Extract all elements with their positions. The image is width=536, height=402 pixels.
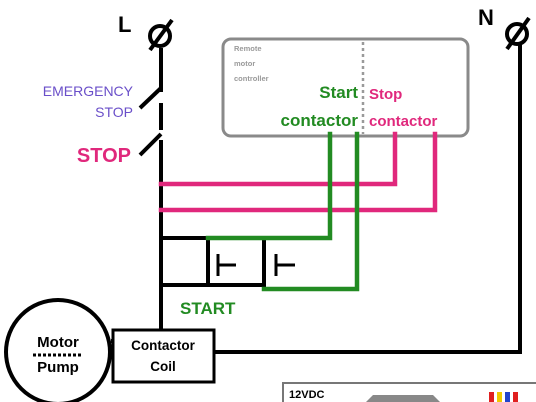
start-pushbutton-symbol-2 [262, 254, 295, 285]
supply-inset-box [282, 382, 536, 402]
start-contactor-label-top: Start [319, 83, 358, 102]
motor-label: Motor [37, 334, 79, 351]
contactor-coil-label-top: Contactor [131, 338, 195, 353]
contactor-coil-label-bottom: Coil [150, 359, 176, 374]
start-contactor-wire-right [261, 131, 360, 292]
yellow-terminal-icon [497, 392, 502, 402]
stop-contactor-wire-lower [158, 131, 438, 213]
stop-label: STOP [77, 145, 131, 167]
red-terminal-icon [489, 392, 494, 402]
emergency-stop-switch [138, 86, 163, 110]
stop-contactor-wire-upper [158, 131, 398, 187]
supply-label: 12VDC [289, 389, 325, 401]
motor-pump-icon [4, 298, 112, 402]
box-label-remote: Remote [234, 44, 262, 53]
start-switch-loop-right [206, 236, 266, 287]
stop-contactor-label-top: Stop [369, 86, 402, 103]
stop-contactor-label-bottom: contactor [369, 113, 438, 130]
blue-terminal-icon [505, 392, 510, 402]
box-label-controller: controller [234, 74, 269, 83]
start-contactor-wire-left [205, 131, 333, 241]
contactor-coil-box [111, 328, 216, 384]
neutral-terminal-icon [505, 16, 531, 51]
start-pushbutton-symbol-1 [206, 254, 236, 285]
supply-device-icon [366, 395, 440, 402]
start-switch-loop-left [159, 236, 210, 287]
neutral-return-wire [212, 43, 522, 354]
stop-switch [138, 132, 163, 157]
neutral-terminal-label: N [478, 5, 494, 30]
remote-controller-box [221, 37, 470, 138]
start-label: START [180, 299, 236, 318]
start-contactor-label-bottom: contactor [281, 111, 359, 130]
pump-label: Pump [37, 359, 79, 376]
box-label-motor: motor [234, 59, 255, 68]
emergency-stop-label-line2: STOP [95, 104, 133, 120]
emergency-stop-label-line1: EMERGENCY [43, 83, 134, 99]
line-terminal-label: L [118, 12, 131, 37]
line-terminal-icon [148, 18, 174, 52]
red-terminal-icon-2 [513, 392, 518, 402]
